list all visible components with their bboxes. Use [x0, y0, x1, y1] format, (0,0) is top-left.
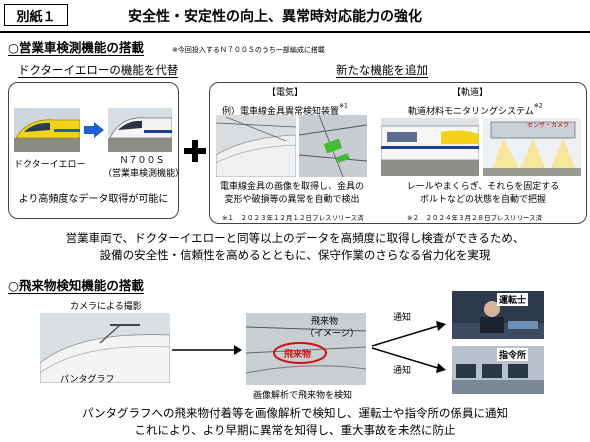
notify-arrows-icon — [372, 321, 446, 373]
n700s-label: Ｎ７００Ｓ — [119, 156, 165, 166]
flow-arrow-icon — [172, 345, 242, 355]
electric-desc-1: 電車線金具の画像を取得し、金具の — [219, 182, 364, 192]
section1-note: ※今回投入するＮ７００Ｓのうち一部編成に搭載 — [172, 46, 325, 54]
right-subheading: 新たな機能を追加 — [336, 63, 428, 78]
fitting-closeup-photo — [299, 115, 367, 177]
appendix-tag: 別紙１ — [4, 4, 68, 26]
electric-tag: 【電気】 — [266, 88, 303, 98]
left-caption: より高頻度なデータ取得が可能に — [18, 194, 169, 205]
track-tag: 【軌道】 — [451, 88, 488, 98]
section1-heading: ○営業車検測機能の搭載 — [8, 40, 144, 56]
analysis-caption: 画像解析で飛来物を検知 — [253, 391, 353, 401]
notify-label-1: 通知 — [393, 313, 412, 323]
flying-object-label: 飛来物 — [311, 317, 339, 327]
doctor-yellow-photo — [14, 108, 80, 152]
driver-label: 運転士 — [497, 293, 529, 306]
track-footnote: ※２ ２０２４年３月２８日プレスリリース済 — [407, 214, 543, 222]
electric-desc-2: 変形や破損等の異常を自動で検出 — [224, 195, 360, 205]
pantograph-camera-photo — [40, 313, 170, 383]
left-subheading: ドクターイエローの機能を代替 — [18, 63, 179, 78]
track-system-name: 軌道材料モニタリングシステム※2 — [408, 102, 543, 117]
analysis-image-photo — [246, 313, 366, 385]
section2-summary-2: これにより、より早期に異常を知得し、重大事故を未然に防止 — [134, 423, 456, 437]
n700s-sublabel: （営業車検測機能） — [103, 169, 185, 179]
plus-icon — [184, 140, 206, 162]
header-divider — [0, 31, 590, 33]
left-panel — [8, 82, 179, 219]
flying-object-marker: 飛来物 — [284, 350, 312, 360]
driver-photo — [452, 291, 544, 339]
command-center-label: 指令所 — [497, 348, 529, 361]
doctor-yellow-label: ドクターイエロー — [14, 160, 86, 170]
track-train-photo — [381, 118, 479, 176]
sensor-camera-diagram — [483, 118, 581, 176]
flying-object-sublabel: （イメージ） — [305, 329, 359, 339]
camera-capture-label: カメラによる撮影 — [70, 302, 142, 312]
electric-device-name: 例）電車線金具異常検知装置※1 — [222, 102, 348, 117]
section1-summary-2: 設備の安全性・信頼性を高めるとともに、保守作業のさらなる省力化を実現 — [99, 248, 491, 262]
section2-summary-1: パンタグラフへの飛来物付着等を画像解析で検知し、運転士や指令所の係員に通知 — [81, 406, 509, 420]
electric-footnote: ※１ ２０２３年１２月１２日プレスリリース済 — [222, 214, 364, 222]
page-title: 安全性・安定性の向上、異常時対応能力の強化 — [128, 9, 422, 25]
section2-heading: ○飛来物検知機能の搭載 — [8, 278, 144, 294]
track-desc-2: ボルトなどの状態を自動で把握 — [419, 195, 546, 205]
sensor-camera-label: センサ・カメラ — [527, 122, 570, 129]
track-desc-1: レールやまくらぎ、それらを固定する — [406, 182, 560, 192]
right-panel — [209, 82, 587, 224]
section1-summary-1: 営業車両で、ドクターイエローと同等以上のデータを高頻度に取得し検査ができるため、 — [65, 231, 525, 245]
catenary-photo — [216, 115, 296, 177]
pantograph-label: パンタグラフ — [60, 375, 115, 385]
n700s-photo — [108, 108, 172, 152]
notify-label-2: 通知 — [393, 366, 412, 376]
arrow-right-icon — [84, 122, 104, 138]
